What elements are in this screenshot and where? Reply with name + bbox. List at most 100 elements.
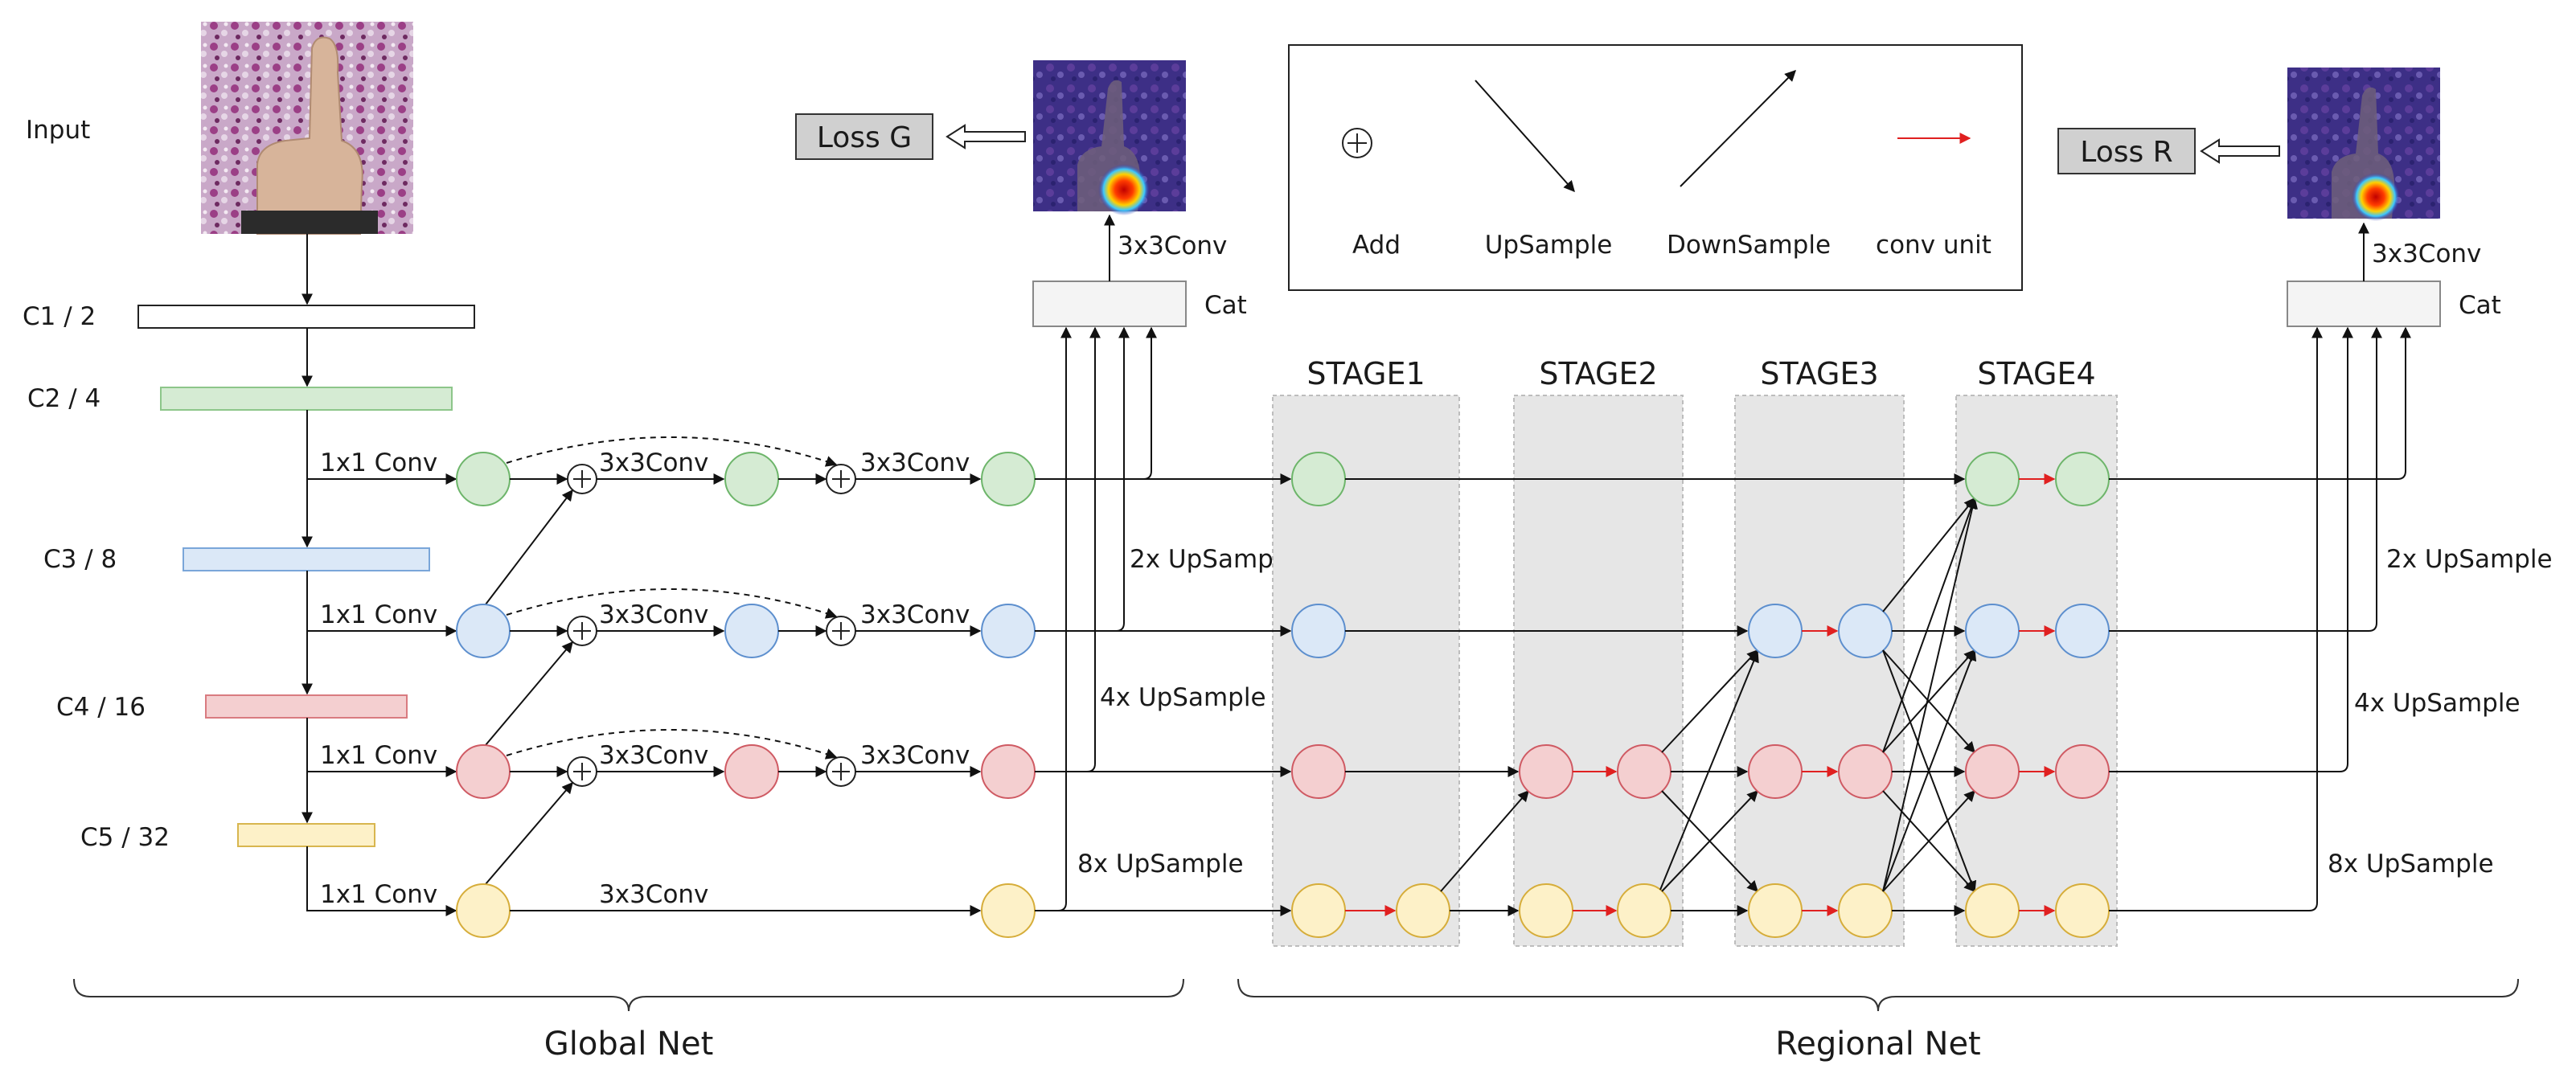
stage2-node-c5-b bbox=[1617, 883, 1672, 938]
add-node-c4-1 bbox=[567, 756, 597, 787]
stage4-node-c2-a bbox=[1965, 452, 2020, 506]
regional-heatmap-image bbox=[2287, 68, 2440, 221]
stage3-x-c5-c2 bbox=[1882, 497, 1978, 892]
loss-g-label: Loss G bbox=[817, 121, 912, 154]
stage2-x-c4-c3 bbox=[1661, 649, 1758, 753]
downsample-arrow-icon bbox=[1680, 70, 1796, 187]
regional-upsample-8x-label: 8x UpSample bbox=[2328, 850, 2494, 878]
legend: Add UpSample DownSample conv unit bbox=[1288, 44, 2023, 291]
stage2-node-c4-a bbox=[1519, 744, 1573, 799]
legend-conv-unit-label: conv unit bbox=[1876, 231, 1991, 260]
stage3-x-c5-c4 bbox=[1882, 789, 1975, 892]
global-loss-hollow-arrow bbox=[945, 124, 1026, 149]
global-node-c2-b bbox=[724, 452, 779, 506]
stage-1-title: STAGE1 bbox=[1306, 356, 1425, 391]
legend-add-label: Add bbox=[1352, 231, 1401, 260]
backbone-bar-2 bbox=[160, 387, 453, 411]
global-node-c4-a bbox=[456, 744, 511, 799]
stage1-node-c3 bbox=[1291, 604, 1346, 658]
stage3-node-c4-b bbox=[1838, 744, 1893, 799]
backbone-bar-4 bbox=[205, 694, 408, 719]
backbone-label-2: C2 / 4 bbox=[27, 384, 100, 413]
backbone-bar-1 bbox=[137, 305, 475, 329]
stage-2-title: STAGE2 bbox=[1539, 356, 1657, 391]
lateral-1x1-c3 bbox=[306, 571, 457, 637]
stage2-x-c5-c4 bbox=[1661, 789, 1758, 892]
stage3-x-c4-c2 bbox=[1882, 497, 1977, 753]
stage4-node-c4-a bbox=[1965, 744, 2020, 799]
lateral-1x1-c2 bbox=[306, 410, 457, 485]
skip-dashed-c2 bbox=[506, 436, 838, 467]
conv3x3-label-c3-1: 3x3Conv bbox=[599, 600, 708, 629]
backbone-label-1: C1 / 2 bbox=[23, 302, 96, 331]
stage-2-panel bbox=[1513, 395, 1684, 947]
stage3-x-c4-c3 bbox=[1882, 649, 1975, 753]
regional-upsample-2x-label: 2x UpSample bbox=[2386, 545, 2553, 574]
stage3-node-c4-a bbox=[1748, 744, 1803, 799]
stage3-x-c3-c2 bbox=[1882, 497, 1975, 612]
hand-shape bbox=[256, 36, 363, 235]
global-node-c5-a bbox=[456, 883, 511, 938]
stage4-node-c4-b bbox=[2055, 744, 2110, 799]
add-icon bbox=[1342, 128, 1372, 158]
stage1-node-c5-b bbox=[1396, 883, 1450, 938]
backbone-bar-3 bbox=[183, 547, 430, 571]
stage-4-title: STAGE4 bbox=[1977, 356, 2095, 391]
stage1-downsample-c5-c4 bbox=[1440, 789, 1529, 892]
conv1x1-label-c5: 1x1 Conv bbox=[320, 880, 437, 909]
stage4-node-c5-b bbox=[2055, 883, 2110, 938]
global-head-conv-label: 3x3Conv bbox=[1118, 231, 1227, 260]
global-cat-label: Cat bbox=[1204, 291, 1247, 320]
global-heatmap-image bbox=[1033, 60, 1186, 215]
stage3-node-c3-a bbox=[1748, 604, 1803, 658]
stage1-node-c5 bbox=[1291, 883, 1346, 938]
regional-cat-input-c4 bbox=[2109, 326, 2353, 772]
conv3x3-label-c3-2: 3x3Conv bbox=[860, 600, 970, 629]
backbone-label-4: C4 / 16 bbox=[56, 693, 146, 722]
add-node-c4-2 bbox=[826, 756, 856, 787]
regional-loss-hollow-arrow bbox=[2200, 138, 2280, 164]
loss-r-label: Loss R bbox=[2080, 136, 2172, 169]
stage3-x-c5-c3 bbox=[1882, 649, 1977, 892]
backbone-label-3: C3 / 8 bbox=[43, 545, 117, 574]
global-cat-box bbox=[1032, 281, 1187, 327]
global-upsample-4x-label: 4x UpSample bbox=[1100, 683, 1266, 712]
conv3x3-label-c2-1: 3x3Conv bbox=[599, 448, 708, 477]
regional-cat-box bbox=[2287, 281, 2441, 327]
input-label: Input bbox=[26, 116, 90, 145]
conv3x3-label-c5: 3x3Conv bbox=[599, 880, 708, 909]
stage3-node-c5-b bbox=[1838, 883, 1893, 938]
global-node-c2-a bbox=[456, 452, 511, 506]
regional-cat-input-c5 bbox=[2109, 326, 2323, 911]
stage4-node-c2-b bbox=[2055, 452, 2110, 506]
global-cat-input-c5 bbox=[1035, 326, 1072, 911]
stage-3-panel bbox=[1734, 395, 1905, 947]
global-head: Cat 3x3Conv Loss G bbox=[795, 60, 1247, 327]
regional-head: Cat 3x3Conv Loss R bbox=[2057, 68, 2501, 327]
global-cat-input-c4 bbox=[1035, 326, 1101, 772]
global-net-label: Global Net bbox=[544, 1026, 714, 1063]
stage2-x-c5-c3 bbox=[1659, 650, 1759, 891]
skip-dashed-c3 bbox=[506, 588, 838, 619]
legend-downsample-label: DownSample bbox=[1667, 231, 1831, 260]
topdown-c4-c3 bbox=[485, 641, 573, 746]
topdown-c5-c4 bbox=[485, 781, 573, 885]
regional-cat-input-c3 bbox=[2109, 326, 2382, 632]
legend-box bbox=[1288, 44, 2023, 291]
skip-dashed-c4 bbox=[506, 729, 838, 760]
stage4-node-c5-a bbox=[1965, 883, 2020, 938]
regional-cat-label: Cat bbox=[2459, 291, 2501, 320]
legend-upsample-label: UpSample bbox=[1485, 231, 1613, 260]
global-node-c4-c bbox=[981, 744, 1036, 799]
input-image bbox=[201, 22, 413, 235]
stage1-node-c2 bbox=[1291, 452, 1346, 506]
add-node-c2-1 bbox=[567, 464, 597, 494]
conv3x3-label-c2-2: 3x3Conv bbox=[860, 448, 970, 477]
add-node-c3-1 bbox=[567, 616, 597, 646]
global-node-c3-c bbox=[981, 604, 1036, 658]
global-node-c3-b bbox=[724, 604, 779, 658]
global-cat-input-c2 bbox=[1035, 326, 1157, 480]
